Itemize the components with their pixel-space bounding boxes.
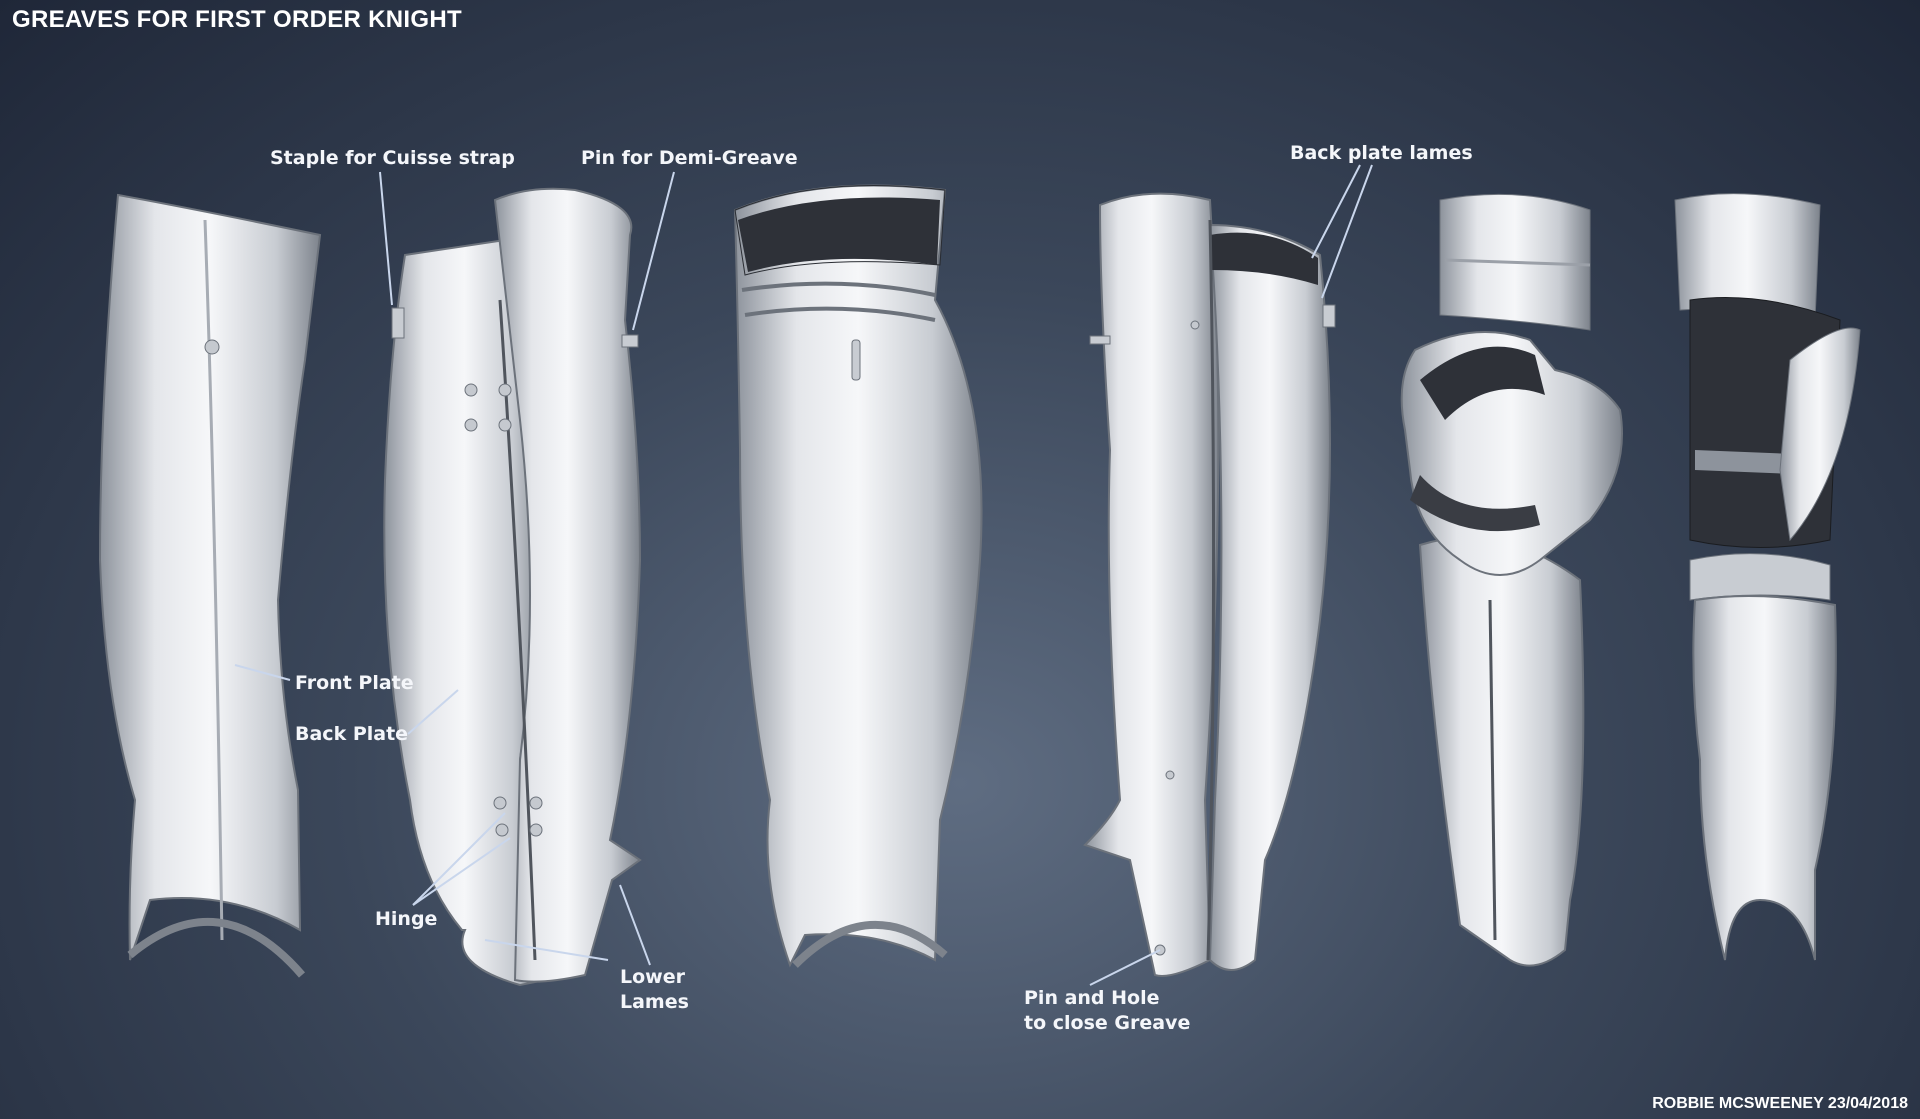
label-back-plate-lames: Back plate lames <box>1290 142 1473 164</box>
label-front-plate: Front Plate <box>295 672 414 694</box>
leader-front-plate <box>234 664 291 681</box>
label-lower-lames: Lower Lames <box>620 966 689 1013</box>
leader-back-lames-2 <box>1321 164 1373 299</box>
label-back-plate: Back Plate <box>295 723 409 745</box>
greave-front-view <box>98 193 322 978</box>
greave-back-view <box>733 184 983 968</box>
greave-assembled-back <box>1674 193 1861 961</box>
label-hinge: Hinge <box>375 908 438 930</box>
greave-assembled-front <box>1400 193 1623 967</box>
leader-pin-demi <box>632 171 675 331</box>
label-pin-demi-greave: Pin for Demi-Greave <box>581 147 798 169</box>
leader-lines <box>234 164 1373 986</box>
artist-credit: ROBBIE MCSWEENEY 23/04/2018 <box>1652 1095 1908 1112</box>
leader-lower-lames-2 <box>619 884 651 966</box>
label-staple: Staple for Cuisse strap <box>270 147 515 169</box>
page-title: GREAVES FOR FIRST ORDER KNIGHT <box>12 6 462 33</box>
leader-hinge-1 <box>412 812 506 906</box>
label-pin-and-hole: Pin and Hole to close Greave <box>1024 987 1191 1034</box>
leader-back-lames-1 <box>1311 164 1361 259</box>
leader-back-plate <box>407 689 459 735</box>
leader-lower-lames-1 <box>484 939 609 961</box>
leader-hinge-2 <box>412 837 511 906</box>
leader-staple <box>379 171 393 306</box>
greave-opposite-side-view <box>1083 192 1336 977</box>
greave-side-view <box>383 187 642 987</box>
leader-pin-hole <box>1089 949 1161 986</box>
